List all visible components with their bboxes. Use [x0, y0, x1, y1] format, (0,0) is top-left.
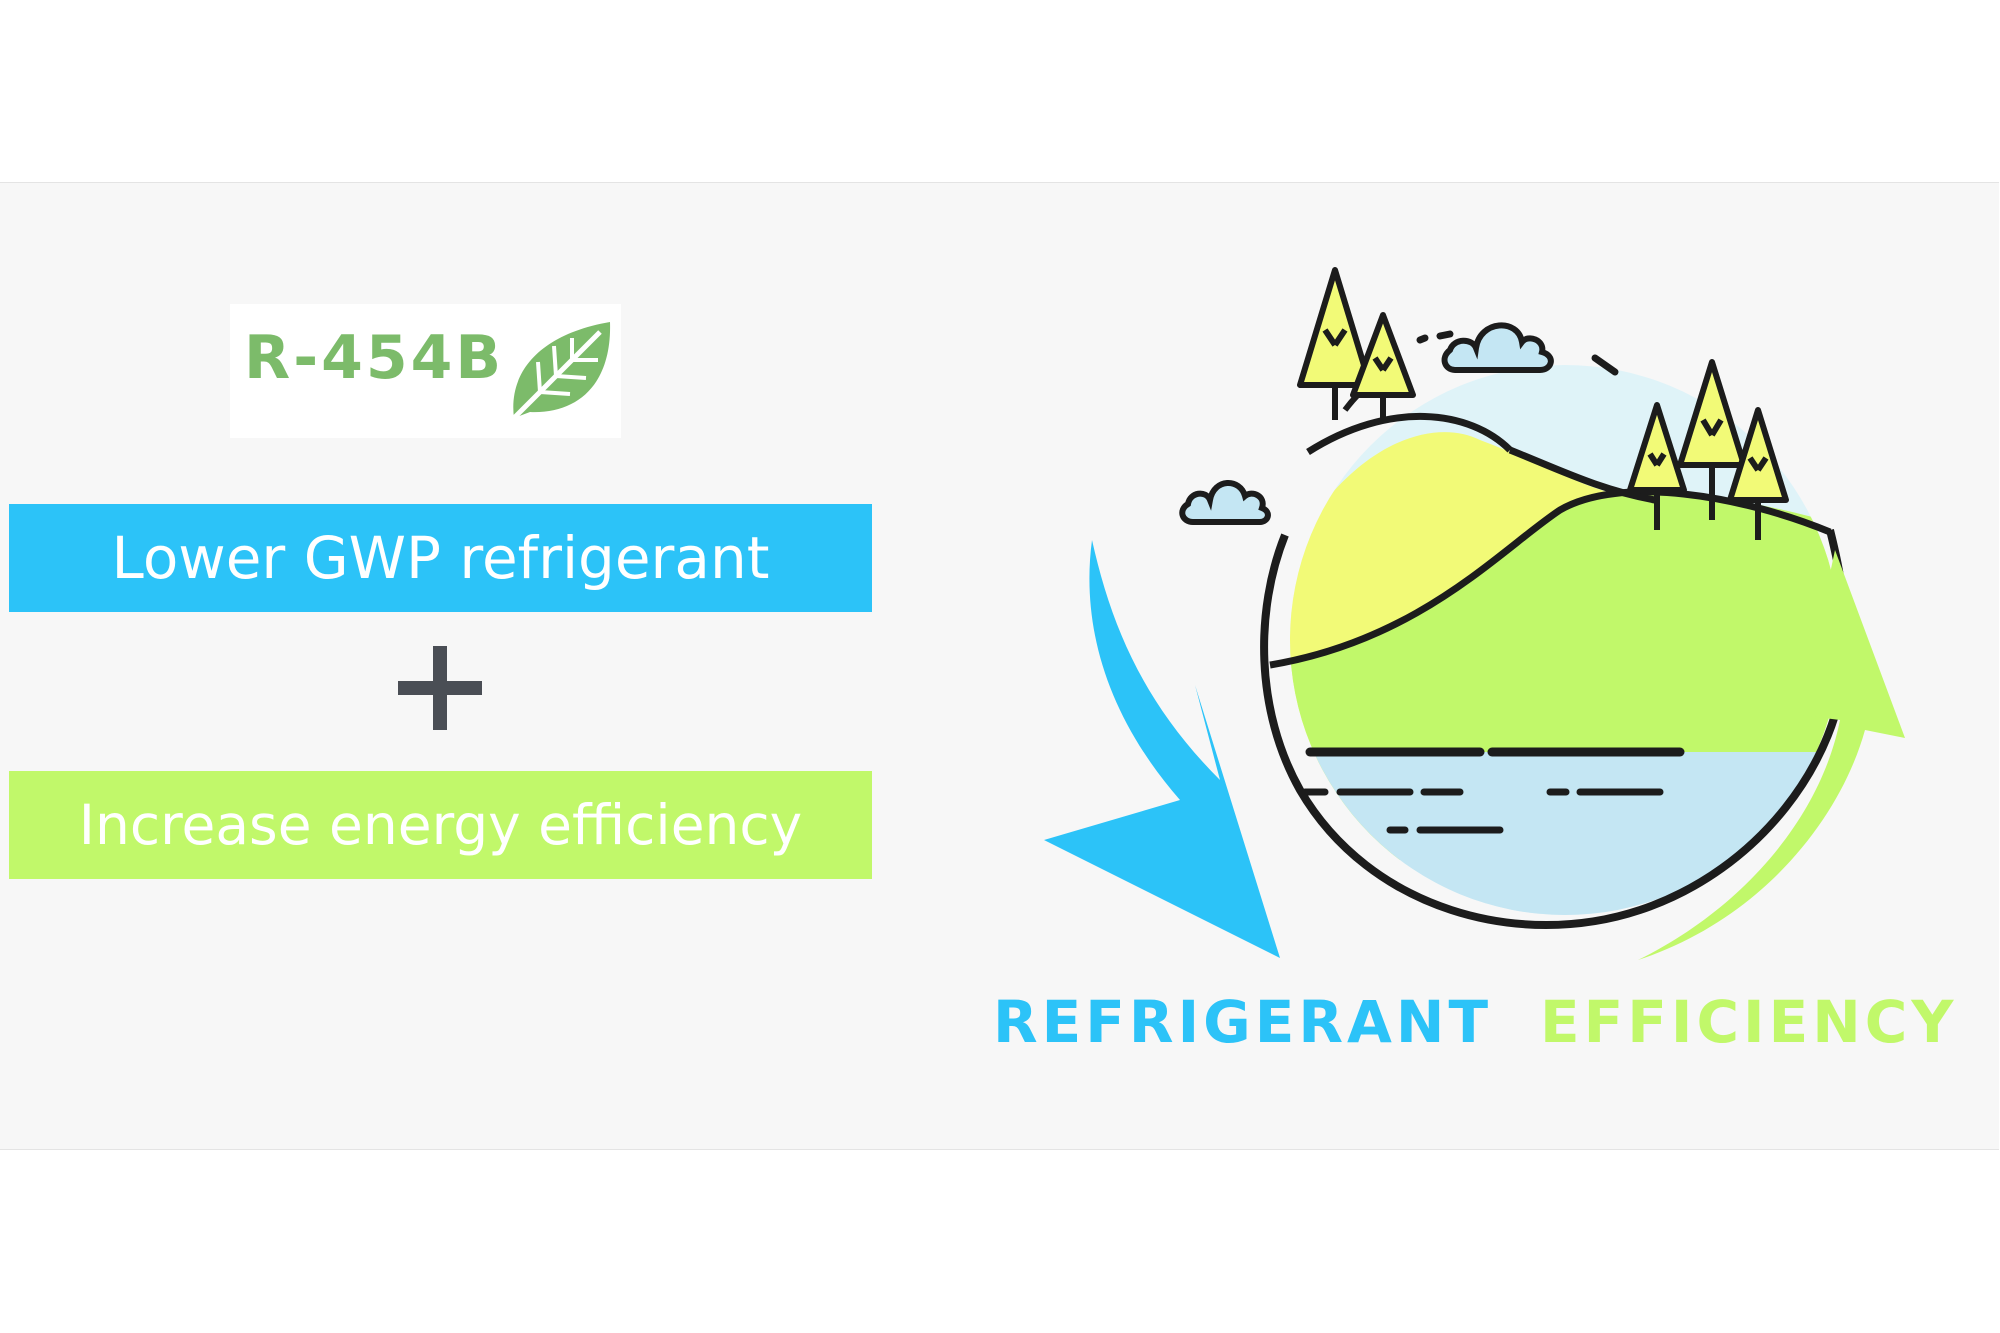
eco-globe-illustration	[1044, 267, 1905, 960]
logo-text: R-454B	[244, 323, 505, 393]
cloud-icon	[1441, 322, 1554, 373]
up-arrow-icon	[1638, 550, 1905, 960]
leaf-icon	[504, 322, 611, 428]
plus-icon	[398, 646, 482, 730]
lower-gwp-banner: Lower GWP refrigerant	[9, 504, 872, 612]
cloud-icon	[1179, 480, 1271, 525]
efficiency-label: EFFICIENCY	[1540, 988, 1958, 1056]
refrigerant-label: REFRIGERANT	[993, 988, 1493, 1056]
trees-right	[1627, 359, 1789, 540]
water-ripples	[1301, 788, 1664, 834]
down-arrow-icon	[1044, 540, 1280, 958]
trees-left	[1297, 267, 1416, 422]
energy-efficiency-banner: Increase energy efficiency	[9, 771, 872, 879]
r454b-logo: R-454B	[230, 304, 621, 438]
